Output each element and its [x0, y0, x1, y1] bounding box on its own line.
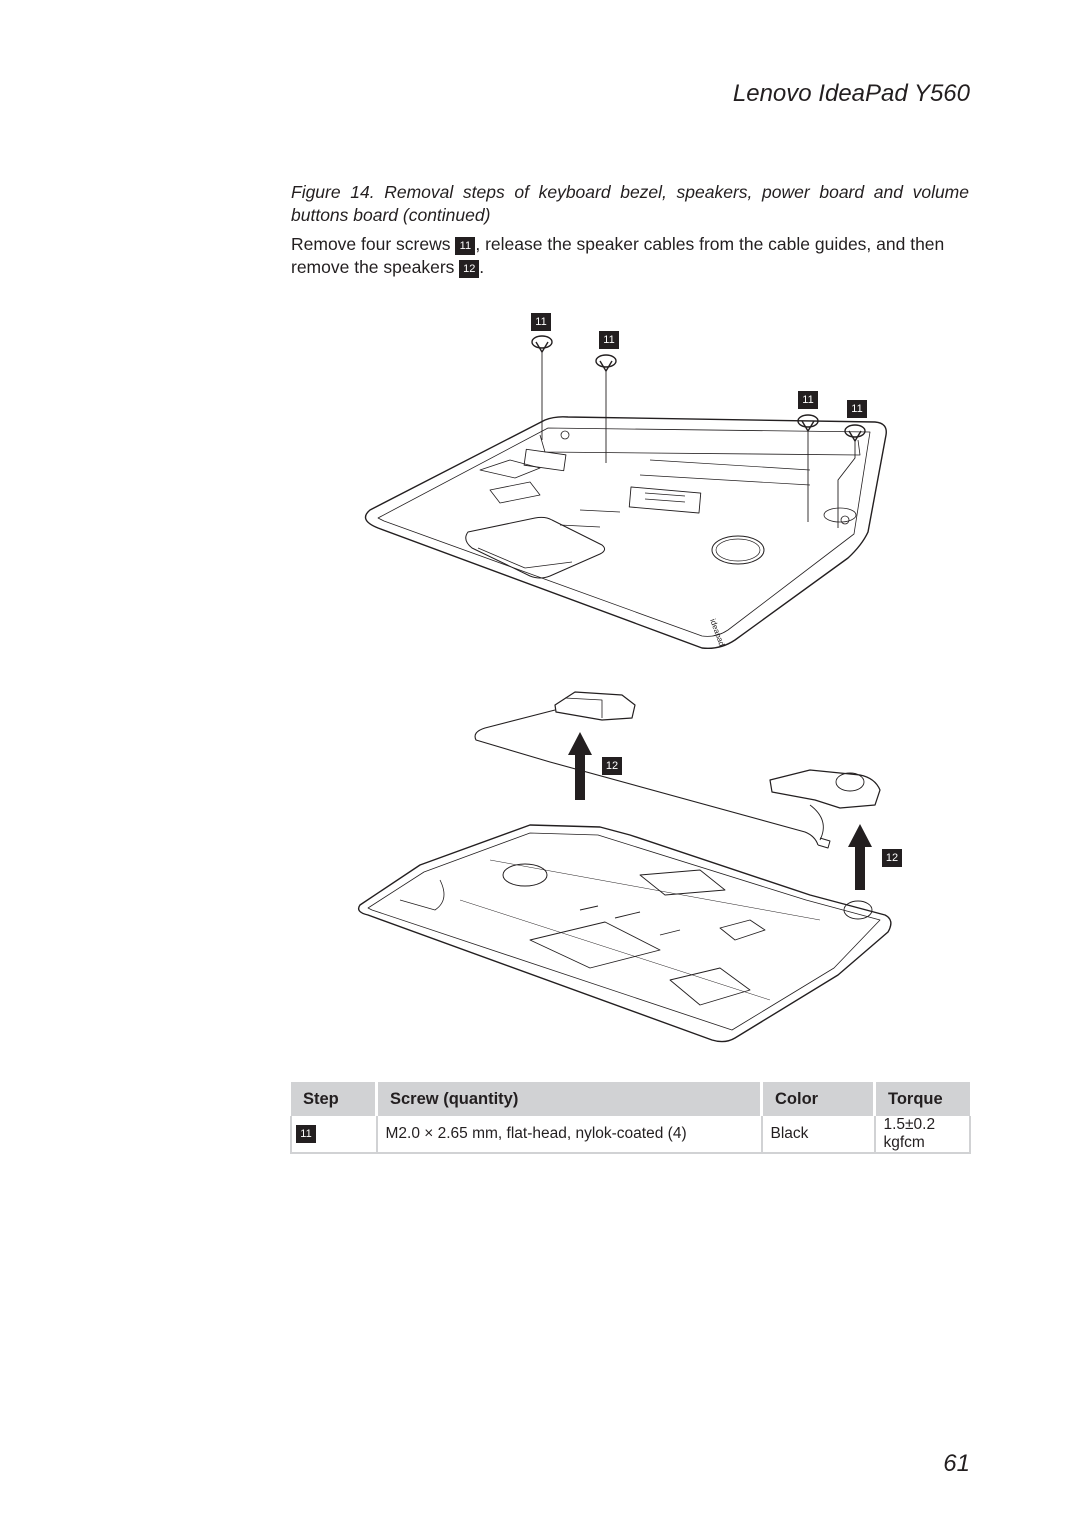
cell-torque: 1.5±0.2 kgfcm: [874, 1116, 971, 1154]
callout-12: 12: [882, 849, 902, 867]
instruction-part-2: , release the speaker cables from the ca…: [291, 234, 945, 277]
base-chassis: [357, 824, 892, 1043]
up-arrow-icon: [848, 824, 872, 890]
table-row: 11 M2.0 × 2.65 mm, flat-head, nylok-coat…: [290, 1116, 971, 1154]
instruction-part-1: Remove four screws: [291, 234, 451, 254]
diagram-svg: ideapad: [357, 335, 892, 1043]
table-header-row: Step Screw (quantity) Color Torque: [291, 1082, 970, 1116]
instruction-part-3: .: [479, 257, 485, 277]
removal-arrows: [568, 732, 872, 890]
screw-icon: [837, 424, 866, 528]
callout-11: 11: [798, 391, 818, 409]
page-number: 61: [943, 1450, 970, 1477]
screw-spec-table: Step Screw (quantity) Color Torque 11 M2…: [290, 1082, 971, 1154]
screws-group: [531, 335, 866, 528]
speaker-right: [769, 769, 881, 849]
column-header-torque: Torque: [874, 1082, 970, 1116]
up-arrow-icon: [568, 732, 592, 800]
callout-12: 12: [602, 757, 622, 775]
column-header-step: Step: [291, 1082, 378, 1116]
figure-caption: Figure 14. Removal steps of keyboard bez…: [291, 182, 969, 225]
callout-11: 11: [847, 400, 867, 418]
screw-icon: [797, 414, 819, 522]
callout-11: 11: [531, 313, 551, 331]
step-badge: 11: [296, 1125, 316, 1143]
document-header: Lenovo IdeaPad Y560: [732, 80, 970, 107]
screw-icon: [595, 354, 617, 463]
instruction-text: Remove four screws 11, release the speak…: [291, 233, 969, 279]
speaker-left: [474, 691, 819, 846]
cell-screw: M2.0 × 2.65 mm, flat-head, nylok-coated …: [376, 1116, 763, 1154]
cell-step: 11: [290, 1116, 378, 1154]
screw-icon: [531, 335, 553, 440]
step-badge-screws: 11: [455, 237, 476, 255]
step-badge-speakers: 12: [459, 260, 480, 278]
keyboard-bezel: ideapad: [364, 416, 887, 650]
exploded-view-diagram: ideapad: [340, 300, 920, 1065]
cell-color: Black: [761, 1116, 876, 1154]
callout-11: 11: [599, 331, 619, 349]
column-header-screw: Screw (quantity): [376, 1082, 763, 1116]
column-header-color: Color: [761, 1082, 876, 1116]
